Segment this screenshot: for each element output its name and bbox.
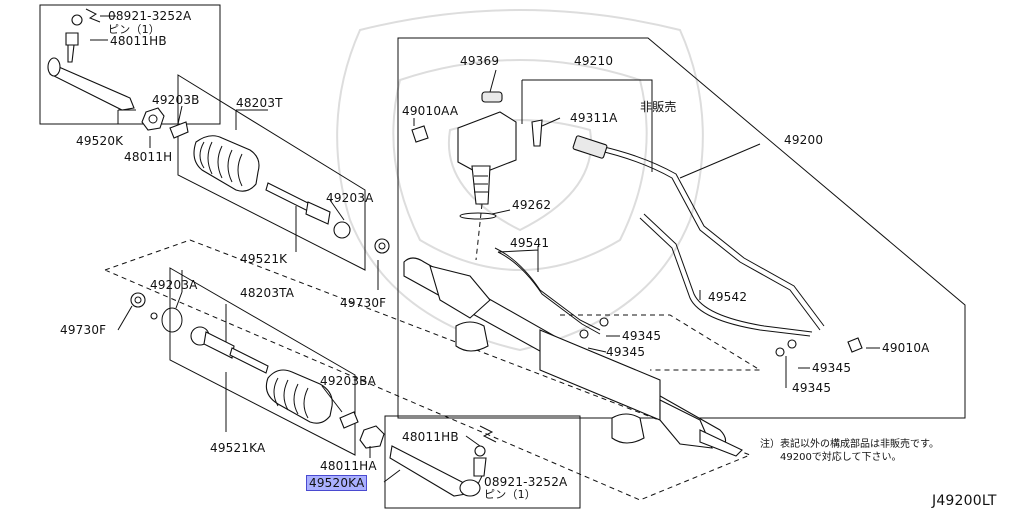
label-49730F-left[interactable]: 49730F	[60, 323, 107, 337]
label-49262[interactable]: 49262	[512, 198, 552, 212]
label-49521K[interactable]: 49521K	[240, 252, 288, 266]
boot-upper	[193, 135, 260, 192]
label-49345-c[interactable]: 49345	[812, 361, 852, 375]
washer-49345-c	[787, 339, 797, 349]
tie-rod-end-bottom	[389, 425, 497, 497]
leader-lines	[90, 15, 880, 485]
watermark-emblem	[336, 9, 704, 352]
pipe-49542	[639, 217, 811, 337]
label-49345-b[interactable]: 49345	[606, 345, 646, 359]
label-49369[interactable]: 49369	[460, 54, 500, 68]
label-49542[interactable]: 49542	[708, 290, 748, 304]
ring-49203A-lower	[161, 307, 183, 333]
label-49203A-bottom[interactable]: 49203A	[150, 278, 198, 292]
label-49345-d[interactable]: 49345	[792, 381, 832, 395]
rack-housing	[403, 257, 743, 457]
washer-49345-a	[599, 317, 609, 327]
label-48203T[interactable]: 48203T	[236, 96, 283, 110]
label-48011H[interactable]: 48011H	[124, 150, 173, 164]
assembly-box	[397, 37, 966, 419]
label-49520K[interactable]: 49520K	[76, 134, 124, 148]
dashed-envelope-lower	[103, 239, 752, 501]
nut-48011H	[141, 107, 165, 131]
label-49203BA[interactable]: 49203BA	[320, 374, 377, 388]
label-not-sold: 非販売	[640, 100, 677, 114]
tie-rod-end-top	[47, 8, 135, 111]
label-49203B[interactable]: 49203B	[152, 93, 200, 107]
label-49203A-top[interactable]: 49203A	[326, 191, 374, 205]
clip-49203B	[169, 121, 189, 139]
inset-box-bottom	[384, 415, 581, 509]
label-49311A[interactable]: 49311A	[570, 111, 618, 125]
label-pin-top: ピン（1）	[108, 23, 160, 36]
label-49520KA-highlighted[interactable]: 49520KA	[306, 475, 368, 491]
inset-box-top	[39, 4, 221, 125]
label-49200[interactable]: 49200	[784, 133, 824, 147]
boot-kit-box-upper	[177, 74, 366, 271]
boot-lower	[265, 369, 333, 424]
pinion-housing	[411, 91, 543, 205]
clip-49203BA	[339, 411, 359, 429]
note-line-1: 注）表記以外の構成部品は非販売です。	[760, 439, 939, 450]
nut-48011HA	[359, 425, 385, 449]
label-48011HA[interactable]: 48011HA	[320, 459, 377, 473]
label-08921-3252A-top[interactable]: 08921-3252A	[108, 9, 192, 23]
diagram-id: J49200LT	[932, 493, 997, 509]
label-48011HB-top[interactable]: 48011HB	[110, 34, 167, 48]
label-49010A[interactable]: 49010A	[882, 341, 930, 355]
inner-tie-rod-upper	[265, 182, 351, 239]
label-48011HB-bottom[interactable]: 48011HB	[402, 430, 459, 444]
label-49521KA[interactable]: 49521KA	[210, 441, 266, 455]
label-48203TA[interactable]: 48203TA	[240, 286, 295, 300]
pipe-49541	[494, 247, 601, 331]
bolt-49010A	[847, 337, 863, 353]
pinion-axis	[475, 203, 483, 261]
boot-kit-box-lower	[169, 267, 356, 456]
washer-49730F-upper	[374, 238, 390, 254]
label-49730F-right[interactable]: 49730F	[340, 296, 387, 310]
label-08921-3252A-bottom[interactable]: 08921-3252A	[484, 475, 568, 489]
washer-49345-d	[775, 347, 785, 357]
note-line-2: 49200で対応して下さい。	[780, 452, 902, 463]
washer-49345-b	[579, 329, 589, 339]
dashed-envelope-pipes	[560, 314, 762, 371]
washer-49730F-lower	[130, 292, 146, 308]
o-ring-49262	[459, 212, 497, 220]
label-49010AA[interactable]: 49010AA	[402, 104, 459, 118]
label-49541[interactable]: 49541	[510, 236, 550, 250]
label-49210[interactable]: 49210	[574, 54, 614, 68]
label-49345-a[interactable]: 49345	[622, 329, 662, 343]
inner-tie-rod-lower	[190, 326, 269, 374]
label-pin-bottom: ピン（1）	[484, 488, 536, 501]
